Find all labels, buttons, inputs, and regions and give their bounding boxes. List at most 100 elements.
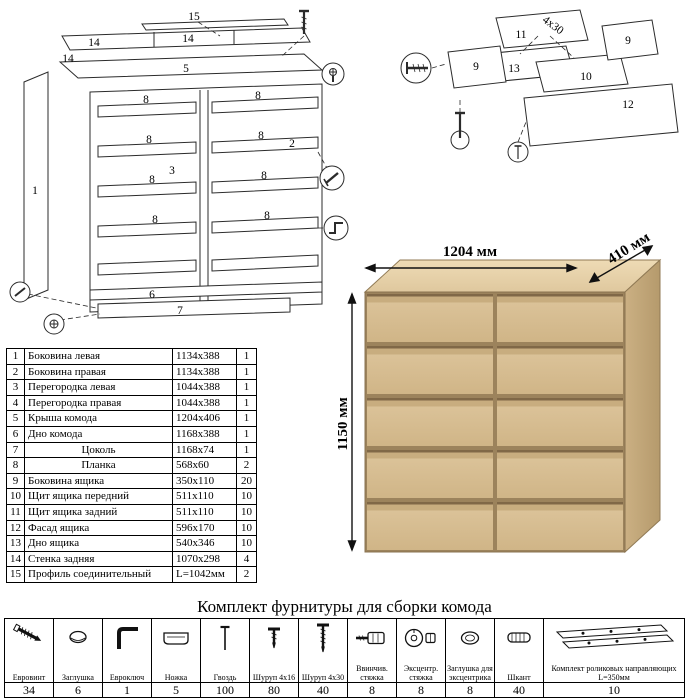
part-size: 1044x388 [172, 379, 237, 396]
part-label-8: 8 [146, 134, 152, 146]
part-label-8: 8 [261, 170, 267, 182]
hardware-kit-title: Комплект фурнитуры для сборки комода [197, 597, 492, 616]
hardware-qty: 5 [152, 682, 200, 697]
part-label-8: 8 [264, 210, 270, 222]
part-number: 13 [6, 535, 25, 552]
hardware-qty: 40 [495, 682, 543, 697]
part-qty: 10 [236, 488, 257, 505]
rail-part [97, 181, 197, 198]
part-label-5: 5 [183, 63, 189, 75]
part-size: 540x346 [172, 535, 237, 552]
drawer-front [497, 294, 623, 342]
hardware-qty: 1 [103, 682, 151, 697]
part-size: 511x110 [172, 488, 237, 505]
hardware-item: Гвоздь 100 [201, 619, 250, 697]
hardware-qty: 8 [446, 682, 494, 697]
fastener-details [9, 9, 349, 335]
cam-lock-icon [397, 619, 445, 657]
part-size: 1134x388 [172, 348, 237, 365]
width-dimension-label: 1204 мм [443, 244, 497, 260]
part-qty: 4 [236, 550, 257, 568]
part-number: 3 [6, 379, 25, 396]
part-qty: 1 [236, 348, 257, 365]
hardware-item: Ввинчив. стяжка 8 [348, 619, 397, 697]
dowel-icon [495, 619, 543, 657]
hardware-item: Шуруп 4x30 40 [299, 619, 348, 697]
part-qty: 1 [236, 441, 257, 459]
hardware-qty: 80 [250, 682, 298, 697]
drawer-front [497, 398, 623, 446]
part-number: 6 [6, 425, 25, 443]
part-size: 1070x298 [172, 550, 237, 568]
part-label-12: 12 [622, 99, 634, 111]
part-size: L=1042мм [172, 566, 237, 583]
top-panel-part [58, 53, 324, 79]
hardware-item: Евроключ 1 [103, 619, 152, 697]
drawer-front [367, 398, 493, 446]
part-name: Дно комода [24, 425, 173, 443]
part-label-15: 15 [188, 11, 200, 23]
drawer-fasteners [400, 52, 529, 163]
part-number: 5 [6, 410, 25, 427]
part-number: 9 [6, 472, 25, 490]
hardware-qty: 34 [5, 682, 53, 697]
part-label-14: 14 [62, 53, 74, 65]
cabinet-part-labels: 15 14 14 14 5 1 2 3 6 7 8 8 8 8 8 8 8 8 [32, 11, 295, 317]
drawer-side-panel [601, 19, 659, 61]
rail-part [211, 176, 319, 194]
hardware-name: Евроключ [109, 672, 145, 682]
rail-part [97, 221, 197, 238]
part-label-2: 2 [289, 138, 295, 150]
part-name: Боковина правая [24, 363, 173, 381]
part-label-11: 11 [515, 29, 526, 41]
drawer-leader-lines [431, 35, 575, 143]
euroscrew-icon [5, 619, 53, 657]
rail-part [97, 101, 197, 118]
left-side-panel-part [23, 71, 49, 301]
part-size: 350x110 [172, 472, 237, 490]
hardware-item: Евровинт 34 [5, 619, 54, 697]
hardware-item: Шуруп 4x16 80 [250, 619, 299, 697]
screw-icon [450, 111, 470, 150]
drawer-front [367, 450, 493, 498]
cam-cap-icon [446, 619, 494, 657]
part-number: 2 [6, 363, 25, 381]
part-number: 14 [6, 550, 25, 568]
part-qty: 1 [236, 394, 257, 412]
back-rail-part [61, 27, 311, 51]
chest-side-face [624, 258, 661, 554]
part-name: Перегородка левая [24, 379, 173, 396]
hardware-name: Ввинчив. стяжка [356, 664, 388, 682]
drawer-front [497, 502, 623, 550]
drawer-panels [447, 9, 679, 147]
part-label-8: 8 [255, 90, 261, 102]
dimension-annotations [347, 245, 654, 552]
part-qty: 10 [236, 535, 257, 552]
hardware-name: Шуруп 4x16 [252, 672, 296, 682]
part-name: Стенка задняя [24, 550, 173, 568]
part-name: Планка [24, 457, 173, 474]
rail-part [211, 96, 319, 114]
part-size: 511x110 [172, 503, 237, 521]
drawer-front [497, 346, 623, 394]
hardware-qty: 100 [201, 682, 249, 697]
part-number: 1 [6, 348, 25, 365]
part-label-6: 6 [149, 289, 155, 301]
hardware-qty: 40 [299, 682, 347, 697]
hardware-item: Ножка 5 [152, 619, 201, 697]
part-size: 1168x74 [172, 441, 237, 459]
part-label-8: 8 [258, 130, 264, 142]
drawer-front [367, 502, 493, 550]
hardware-name: Заглушка для эксцентрика [447, 664, 493, 682]
connecting-profile-part [141, 18, 289, 31]
part-label-9: 9 [473, 61, 479, 73]
part-name: Крыша комода [24, 410, 173, 427]
part-name: Профиль соединительный [24, 566, 173, 583]
part-size: 596x170 [172, 519, 237, 537]
part-size: 568x60 [172, 457, 237, 474]
